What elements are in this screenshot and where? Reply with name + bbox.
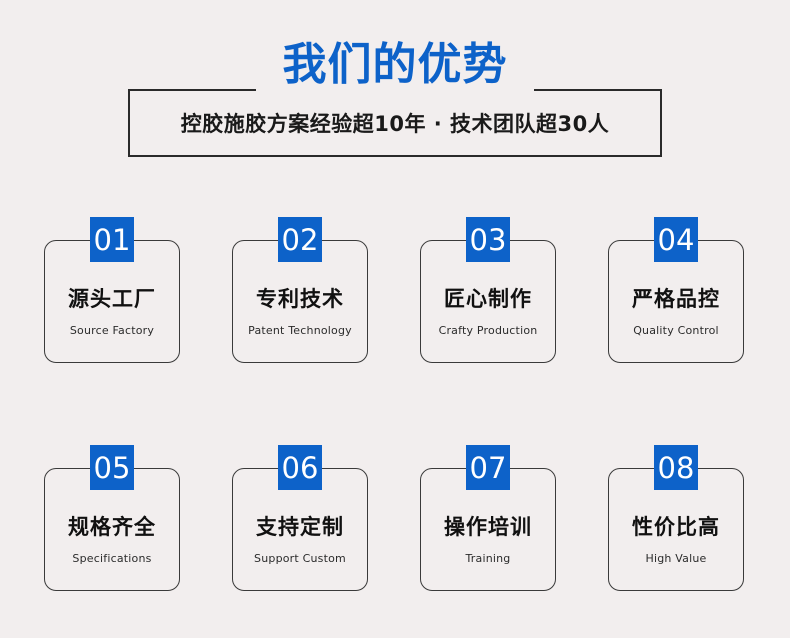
card-title-en: Support Custom (254, 551, 346, 565)
card-title-cn: 源头工厂 (68, 285, 156, 311)
card-content: 严格品控 Quality Control (608, 240, 744, 363)
card-content: 专利技术 Patent Technology (232, 240, 368, 363)
card-title-cn: 操作培训 (444, 513, 532, 539)
advantage-card-07[interactable]: 操作培训 Training 07 (420, 445, 556, 591)
card-content: 操作培训 Training (420, 468, 556, 591)
advantages-grid: 源头工厂 Source Factory 01 专利技术 Patent Techn… (44, 217, 744, 591)
card-content: 支持定制 Support Custom (232, 468, 368, 591)
card-title-en: Crafty Production (438, 323, 538, 337)
header-banner: 我们的优势 控胶施胶方案经验超10年 · 技术团队超30人 (128, 39, 662, 157)
advantages-row-2: 规格齐全 Specifications 05 支持定制 Support Cust… (44, 445, 744, 591)
card-content: 源头工厂 Source Factory (44, 240, 180, 363)
card-content: 性价比高 High Value (608, 468, 744, 591)
advantage-card-08[interactable]: 性价比高 High Value 08 (608, 445, 744, 591)
card-title-cn: 专利技术 (256, 285, 344, 311)
advantage-card-06[interactable]: 支持定制 Support Custom 06 (232, 445, 368, 591)
card-title-cn: 支持定制 (256, 513, 344, 539)
advantage-card-01[interactable]: 源头工厂 Source Factory 01 (44, 217, 180, 363)
card-title-cn: 严格品控 (632, 285, 720, 311)
card-title-en: Training (465, 551, 511, 565)
card-title-en: Specifications (72, 551, 152, 565)
advantages-row-1: 源头工厂 Source Factory 01 专利技术 Patent Techn… (44, 217, 744, 363)
card-number-badge: 05 (90, 445, 134, 490)
advantage-card-04[interactable]: 严格品控 Quality Control 04 (608, 217, 744, 363)
card-title-cn: 性价比高 (632, 513, 720, 539)
card-title-en: Source Factory (69, 323, 155, 337)
advantage-card-02[interactable]: 专利技术 Patent Technology 02 (232, 217, 368, 363)
card-number-badge: 03 (466, 217, 510, 262)
card-content: 匠心制作 Crafty Production (420, 240, 556, 363)
page-title: 我们的优势 (282, 39, 508, 90)
card-number-badge: 08 (654, 445, 698, 490)
page-subtitle: 控胶施胶方案经验超10年 · 技术团队超30人 (180, 112, 610, 136)
title-backdrop (256, 88, 534, 96)
card-title-en: Quality Control (633, 323, 719, 337)
card-content: 规格齐全 Specifications (44, 468, 180, 591)
card-title-cn: 规格齐全 (68, 513, 156, 539)
card-number-badge: 06 (278, 445, 322, 490)
advantage-card-03[interactable]: 匠心制作 Crafty Production 03 (420, 217, 556, 363)
card-number-badge: 07 (466, 445, 510, 490)
card-title-en: Patent Technology (248, 323, 352, 337)
card-title-en: High Value (645, 551, 707, 565)
card-number-badge: 02 (278, 217, 322, 262)
card-number-badge: 04 (654, 217, 698, 262)
card-title-cn: 匠心制作 (444, 285, 532, 311)
card-number-badge: 01 (90, 217, 134, 262)
advantage-card-05[interactable]: 规格齐全 Specifications 05 (44, 445, 180, 591)
